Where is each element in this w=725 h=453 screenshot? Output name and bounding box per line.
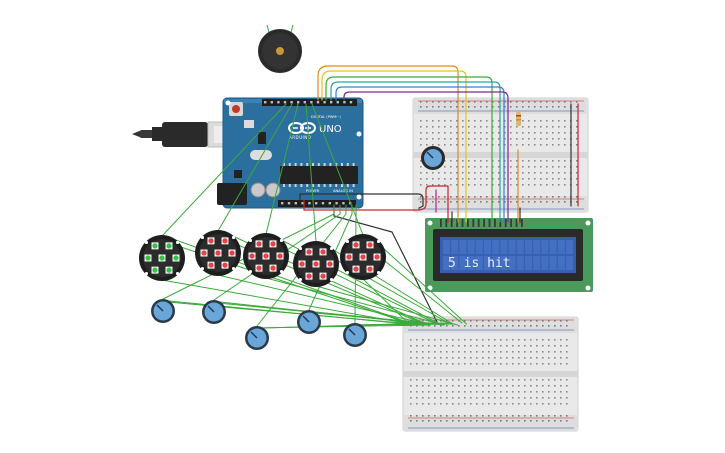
usb-chip	[258, 132, 266, 144]
arduino-model-label: UNO	[319, 124, 342, 135]
lcd-character-cells	[443, 240, 573, 270]
arduino-uno-board[interactable]: UNO ARDUINO DIGITAL (PWM~) POWER ANALOG …	[217, 97, 364, 209]
potentiometer-icon[interactable]	[151, 299, 175, 323]
pot-signal-wire[interactable]	[354, 204, 357, 324]
lcd-16x2-display[interactable]: 5 is hit	[425, 218, 593, 292]
wire-green[interactable]	[325, 76, 493, 223]
led-block	[244, 120, 254, 128]
digital-header[interactable]	[262, 99, 357, 106]
digital-pins-label: DIGITAL (PWM~)	[311, 115, 341, 119]
sensor-wire[interactable]	[362, 278, 409, 324]
ring-data-wire[interactable]	[265, 103, 299, 235]
crystal	[250, 150, 272, 160]
potentiometer-icon[interactable]	[297, 310, 321, 334]
wire-teal[interactable]	[330, 81, 501, 223]
atmega-chip	[280, 166, 358, 184]
header-pins	[264, 101, 353, 205]
potentiometer-icon[interactable]	[245, 326, 269, 350]
arduino-brand-label: ARDUINO	[289, 135, 311, 140]
wire-purple[interactable]	[343, 91, 509, 223]
neopixel-ring-icon[interactable]	[195, 230, 241, 276]
power-jack	[217, 183, 247, 205]
breadboard-holes	[420, 101, 578, 203]
pot-signal-wire[interactable]	[256, 204, 347, 327]
resistor[interactable]	[516, 112, 521, 126]
capacitor	[265, 182, 281, 198]
lcd-message: 5 is hit	[448, 256, 511, 271]
regulator	[234, 170, 242, 178]
wire-blue[interactable]	[335, 86, 505, 223]
sensor-wire[interactable]	[314, 311, 445, 326]
breadboard-holes	[410, 320, 568, 422]
potentiometer-icon[interactable]	[343, 323, 367, 347]
ring-data-wire[interactable]	[311, 103, 364, 236]
sensor-wire[interactable]	[360, 323, 454, 326]
piezo-buzzer-icon[interactable]	[258, 24, 302, 73]
lcd-pins	[440, 219, 523, 227]
sensor-wire[interactable]	[315, 285, 458, 326]
mount-hole	[225, 100, 231, 106]
wire-red-5v[interactable]	[303, 185, 449, 223]
breadboard-bottom[interactable]	[402, 316, 579, 432]
neopixel-ring-icon[interactable]	[340, 234, 386, 280]
neopixel-rings	[139, 230, 386, 287]
chip-legs	[283, 163, 355, 187]
contrast-potentiometer-icon[interactable]	[421, 146, 445, 170]
potentiometers	[151, 299, 367, 350]
sensor-wire[interactable]	[217, 274, 431, 326]
power-pins-label: POWER	[306, 189, 320, 193]
potentiometer-icon[interactable]	[202, 300, 226, 324]
ring-data-wire[interactable]	[305, 103, 317, 243]
neopixel-ring-icon[interactable]	[293, 241, 339, 287]
ring-data-wire[interactable]	[161, 103, 287, 237]
sensor-wire[interactable]	[370, 236, 467, 325]
wire-yellow[interactable]	[321, 70, 467, 223]
ring-data-wire[interactable]	[217, 103, 293, 232]
reset-button-cap[interactable]	[232, 105, 240, 113]
neopixel-ring-icon[interactable]	[243, 233, 289, 279]
wire-dark-gnd[interactable]	[299, 193, 424, 209]
mount-hole	[356, 131, 362, 137]
mount-hole	[356, 194, 362, 200]
neopixel-ring-icon[interactable]	[139, 235, 185, 281]
analog-pins-label: ANALOG IN	[333, 189, 353, 193]
capacitor	[250, 182, 266, 198]
wire-orange[interactable]	[317, 65, 459, 223]
